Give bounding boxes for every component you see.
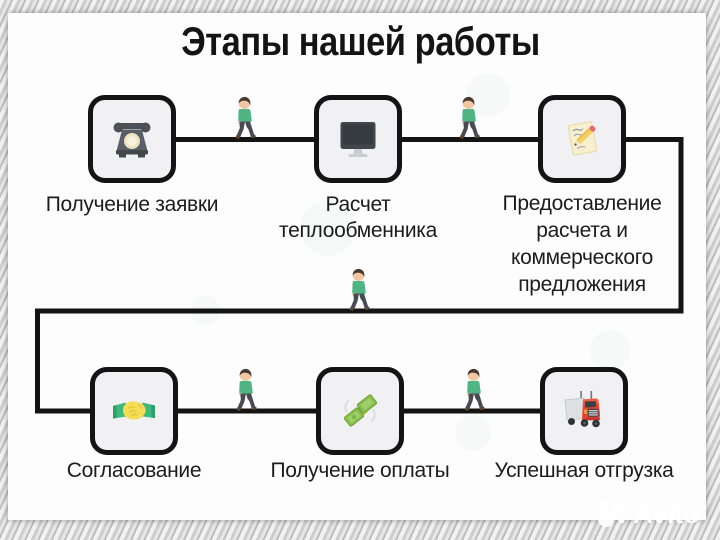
avito-watermark-text: Avito [633, 498, 700, 529]
page-title: Этапы нашей работы [180, 20, 540, 64]
stage-label-calculation: Расчет теплообменника [278, 193, 438, 242]
handshake-icon [113, 401, 155, 420]
stage-box-approval [90, 367, 178, 455]
notepad-pencil-icon [567, 121, 598, 156]
stage-box-request [88, 95, 176, 183]
stage-label-request: Получение заявки [45, 193, 219, 216]
stage-label-payment: Получение оплаты [270, 459, 450, 482]
walking-person-icon [235, 96, 256, 139]
truck-icon [564, 391, 601, 428]
phone-icon [113, 122, 151, 158]
background-blob [455, 415, 491, 451]
walking-person-icon [459, 96, 480, 139]
stage-box-payment [316, 367, 404, 455]
background-blob [590, 330, 630, 370]
stage-label-proposal: Предоставление расчета и коммерческого п… [502, 192, 662, 296]
stage-box-calculation [314, 95, 402, 183]
avito-dots-icon [598, 502, 625, 527]
stage-box-shipment [540, 367, 628, 455]
stage-label-shipment: Успешная отгрузка [494, 459, 674, 482]
stage-box-proposal [538, 95, 626, 183]
title-row: Этапы нашей работы [0, 20, 720, 65]
walking-person-icon [236, 368, 257, 411]
walking-person-icon [349, 268, 370, 311]
avito-watermark: Avito [596, 498, 700, 530]
walking-person-icon [464, 368, 485, 411]
money-icon [343, 394, 378, 427]
background-blob [300, 200, 356, 256]
stage-label-approval: Согласование [66, 459, 202, 482]
computer-icon [340, 122, 376, 157]
